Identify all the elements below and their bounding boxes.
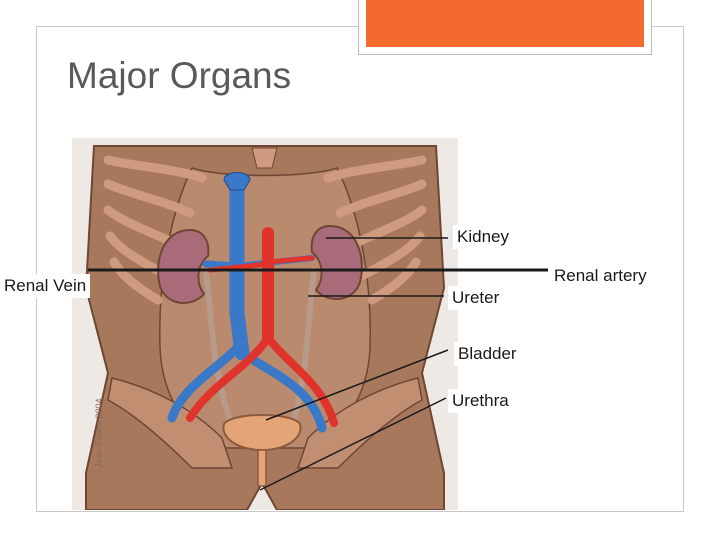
label-bladder: Bladder [454, 342, 521, 366]
label-urethra: Urethra [448, 389, 513, 413]
label-kidney: Kidney [453, 225, 513, 249]
urethra [257, 449, 267, 487]
sternum [251, 147, 278, 169]
slide-title: Major Organs [67, 55, 292, 96]
illustration-signature: Jean Evans 2004 [94, 398, 104, 468]
label-ureter: Ureter [448, 286, 504, 310]
vein-top [223, 172, 251, 191]
ribs-right [323, 155, 427, 305]
right-kidney [310, 224, 363, 301]
accent-bar [366, 0, 644, 47]
urinary-system-illustration: Jean Evans 2004 [72, 138, 458, 510]
label-renal-artery: Renal artery [550, 264, 651, 288]
label-renal-vein: Renal Vein [0, 274, 91, 298]
bladder [222, 414, 302, 452]
left-kidney [157, 228, 210, 305]
